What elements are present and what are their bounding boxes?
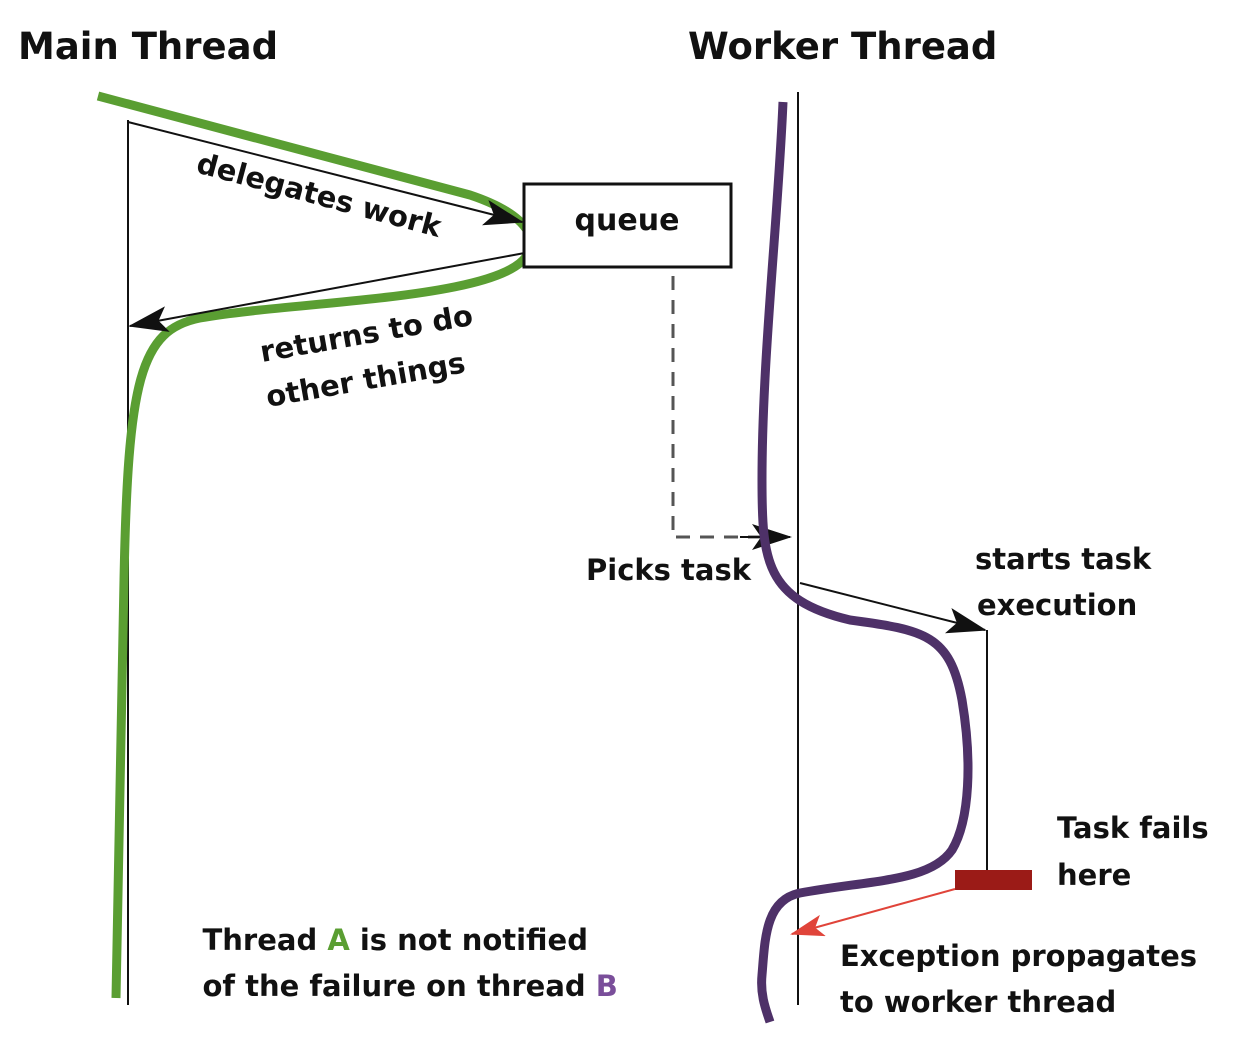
- starts-task-label-line2: execution: [977, 588, 1137, 622]
- thread-b-letter: B: [596, 969, 618, 1003]
- picks-task-label: Picks task: [586, 553, 752, 587]
- note-line2-prefix: of the failure on thread: [202, 969, 595, 1003]
- queue-to-worker-dashed-arrow: [671, 276, 760, 539]
- delegates-work-arrow: [127, 121, 524, 226]
- task-fails-label-line2: here: [1057, 858, 1131, 892]
- queue-label: queue: [575, 203, 680, 238]
- delegates-work-label: delegates work: [193, 146, 445, 244]
- exception-label-line2: to worker thread: [840, 985, 1116, 1019]
- starts-task-label-line1: starts task: [975, 542, 1152, 576]
- notification-note-line2: of the failure on thread B: [152, 969, 648, 1003]
- starts-execution-arrow: [799, 582, 987, 634]
- task-fails-label-line1: Task fails: [1057, 811, 1209, 845]
- queue-box: [522, 182, 733, 269]
- exception-propagation-arrow: [790, 888, 956, 937]
- note-line1-suffix: is not notified: [350, 923, 588, 957]
- returns-arrow: [128, 251, 531, 332]
- worker-thread-title: Worker Thread: [688, 25, 997, 68]
- note-line1-prefix: Thread: [202, 923, 327, 957]
- thread-a-letter: A: [327, 923, 350, 957]
- exception-label-line1: Exception propagates: [840, 939, 1197, 973]
- main-thread-title: Main Thread: [18, 25, 278, 68]
- notification-note-line1: Thread A is not notified: [152, 923, 618, 957]
- main-thread-flow-curve: [96, 91, 536, 999]
- task-failure-marker: [955, 870, 1032, 890]
- worker-thread-flow-curve: [757, 101, 973, 1024]
